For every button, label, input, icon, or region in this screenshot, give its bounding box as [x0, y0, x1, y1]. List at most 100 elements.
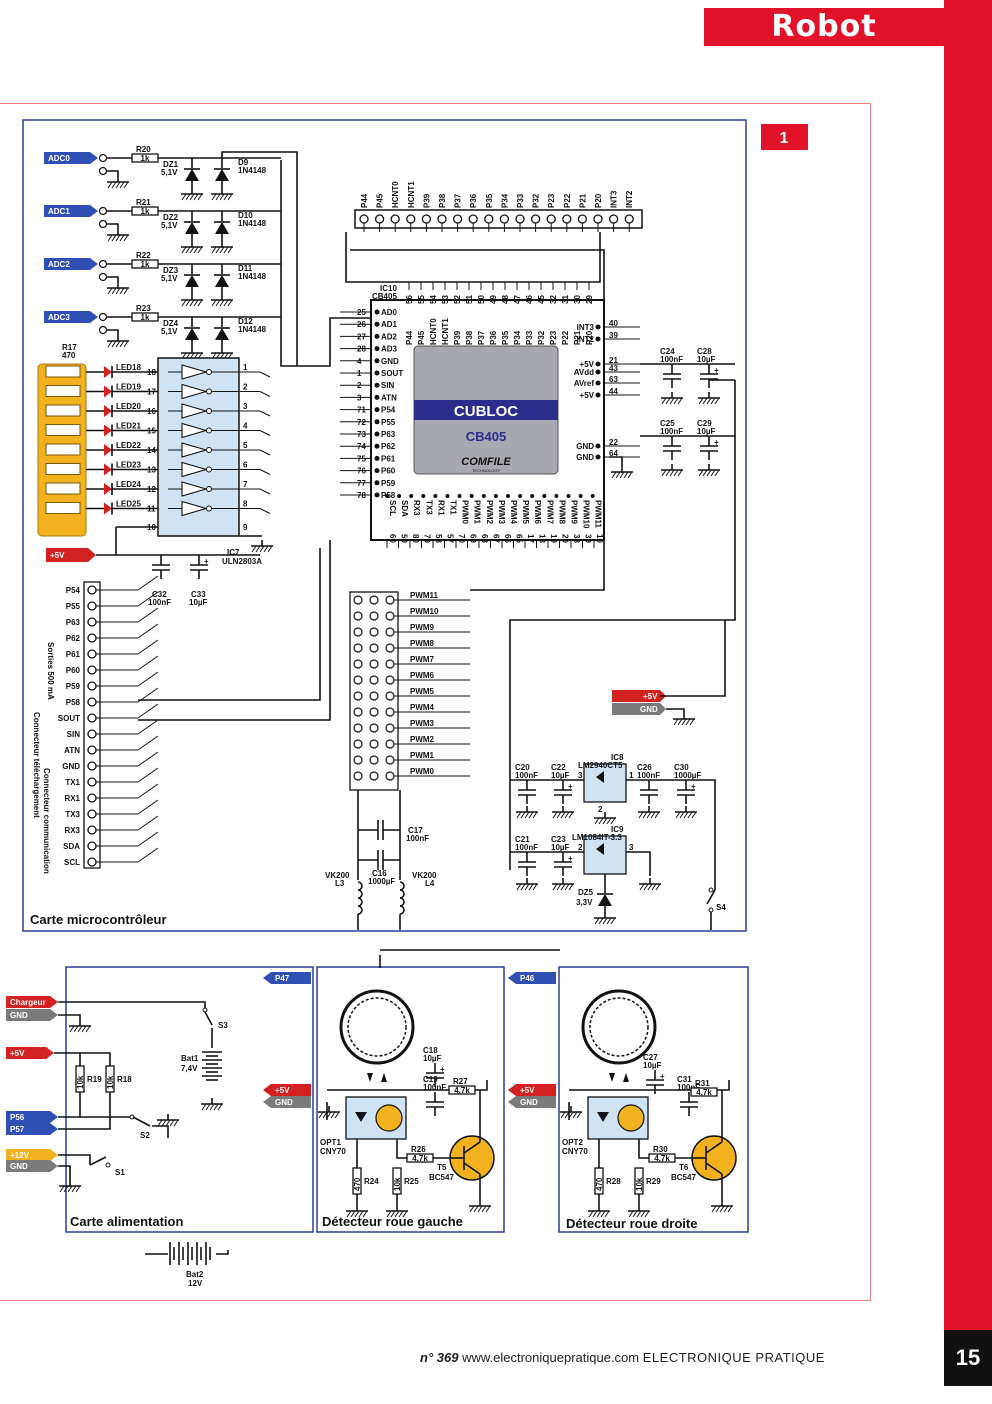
ground-hatch: [606, 917, 612, 925]
charger-gnd-tag: GND: [6, 1009, 58, 1021]
ground-hatch: [560, 883, 566, 891]
reg-ground: [516, 806, 538, 819]
l3-coil: [357, 905, 363, 915]
zener-diode: [184, 327, 200, 340]
charger-tag: Chargeur: [6, 996, 58, 1008]
ground-hatch: [193, 246, 199, 254]
connector-pin: [87, 793, 97, 803]
ground-hatch: [552, 883, 558, 891]
connector-wire: [137, 831, 159, 847]
adc-gnd-wire: [107, 223, 119, 229]
cap-value: 100nF: [515, 843, 538, 852]
ground-hatch: [119, 181, 125, 189]
ground-hatch: [223, 246, 229, 254]
ground-hatch: [528, 883, 534, 891]
encoder-wheel-outer: [339, 989, 415, 1065]
chip-pin-name: P22: [561, 330, 570, 345]
chip-pin-name: P39: [453, 330, 462, 345]
adc-terminal: [98, 166, 108, 176]
ground-hatch: [469, 1205, 475, 1213]
ground-hatch: [115, 287, 121, 295]
ground-hatch: [165, 1119, 171, 1127]
cap-polarity: +: [714, 438, 719, 447]
c17-ref: C17: [408, 826, 423, 835]
chip-pin-name: PWM1: [473, 500, 482, 525]
pin-dot: [433, 494, 438, 498]
rnet-value: 470: [62, 351, 76, 360]
led-segment: [45, 424, 81, 436]
detector-supply: [568, 1080, 730, 1120]
recv-arrow: [623, 1073, 629, 1082]
ground-hatch: [181, 193, 187, 201]
ground-hatch: [572, 1111, 578, 1119]
section-tab: [704, 8, 944, 46]
ground-hatch: [524, 811, 530, 819]
detector-transistor: [691, 1135, 737, 1181]
page-frame: [0, 103, 871, 1301]
plus12-tag: +12V: [6, 1149, 58, 1161]
ground-hatch: [330, 1111, 336, 1119]
uln-ref: IC7: [227, 548, 240, 557]
chip-pin-number: 29: [585, 295, 594, 304]
chip-pin-name: ATN: [381, 393, 397, 402]
l3-coil: [357, 889, 363, 899]
ground-hatch: [119, 234, 125, 242]
diode-ground: [211, 241, 233, 254]
s2-lever: [132, 1116, 151, 1127]
site-link[interactable]: www.electroniquepratique.com: [462, 1350, 640, 1365]
resistor-ref: R20: [136, 145, 151, 154]
cap-value: 10µF: [551, 843, 570, 852]
ground-hatch: [677, 397, 683, 405]
ground-hatch: [698, 469, 704, 477]
pwm-pin-ground: [353, 691, 363, 701]
ground-hatch: [394, 1210, 400, 1218]
connector-wire: [137, 719, 159, 735]
ic9-pin: 3: [629, 843, 634, 852]
pin-dot: [374, 370, 380, 376]
chip-pin-name: GND: [576, 453, 594, 462]
ground-hatch: [211, 193, 217, 201]
resistor-ground: [588, 1205, 610, 1218]
tag-shape: [508, 972, 556, 984]
ground-hatch: [556, 883, 562, 891]
zener-value: 5,1V: [161, 221, 178, 230]
filter-out: [357, 914, 401, 930]
header-pin-label: P38: [438, 193, 447, 208]
detector-transistor: [449, 1135, 495, 1181]
connector-pin-label: P59: [66, 682, 81, 691]
led-symbol: [104, 444, 112, 456]
chip-pin-number: 80: [411, 534, 420, 543]
cap-value: 10µF: [423, 1054, 442, 1063]
issue-number: n° 369: [420, 1350, 459, 1365]
chip-pin-name: P32: [537, 330, 546, 345]
adc-terminal: [98, 312, 108, 322]
ground-hatch: [181, 299, 187, 307]
header-pin-label: P37: [454, 193, 463, 208]
ground-hatch: [610, 917, 616, 925]
ground-hatch: [651, 883, 657, 891]
chip-pin-name: +5V: [580, 391, 595, 400]
pin-dot: [374, 407, 380, 413]
pin-dot: [374, 468, 380, 474]
power-board-label: Carte alimentation: [70, 1214, 183, 1229]
pwm-pin-signal: [385, 723, 395, 733]
pwm-pin-ground: [353, 595, 363, 605]
bat2-value: 12V: [188, 1279, 203, 1288]
chip-pin-name: INT2: [577, 335, 595, 344]
resistor-value: 1k: [141, 260, 150, 269]
ground-hatch: [193, 193, 199, 201]
diode-triangle: [598, 894, 612, 906]
ground-hatch: [477, 1205, 483, 1213]
ground-hatch: [251, 545, 257, 553]
zener-ref: DZ4: [163, 319, 179, 328]
detector-supply: [326, 1080, 488, 1120]
zener-ref: DZ2: [163, 213, 179, 222]
cap-value: 100nF: [660, 427, 683, 436]
adc-ground: [107, 335, 129, 348]
ground-hatch: [706, 397, 712, 405]
resistor-body: [448, 1085, 476, 1095]
